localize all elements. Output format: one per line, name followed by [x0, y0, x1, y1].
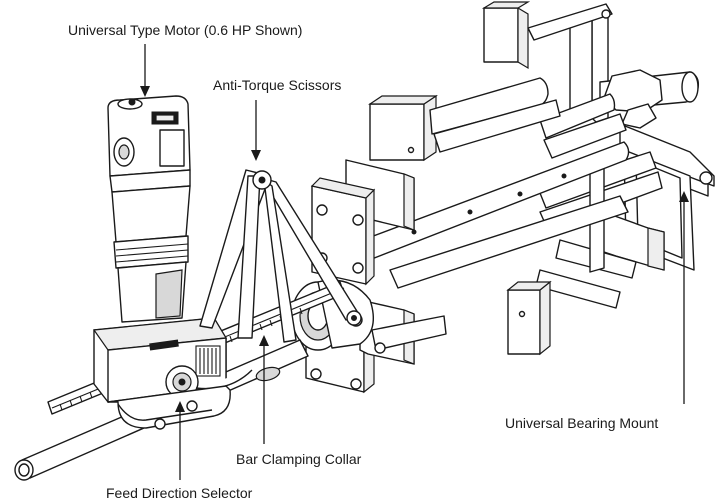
feed-housing	[92, 317, 281, 430]
callout-arrows	[140, 44, 689, 480]
clamping-collar-callout: Bar Clamping Collar	[236, 451, 362, 467]
motor-callout: Universal Type Motor (0.6 HP Shown)	[68, 22, 303, 38]
universal-motor	[107, 95, 191, 323]
bearing-mount-callout: Universal Bearing Mount	[505, 415, 659, 431]
universal-bearing-mount	[389, 1, 715, 356]
scissors-callout: Anti-Torque Scissors	[213, 77, 342, 93]
feed-selector-callout: Feed Direction Selector	[106, 485, 253, 501]
anti-torque-scissors	[199, 169, 362, 343]
